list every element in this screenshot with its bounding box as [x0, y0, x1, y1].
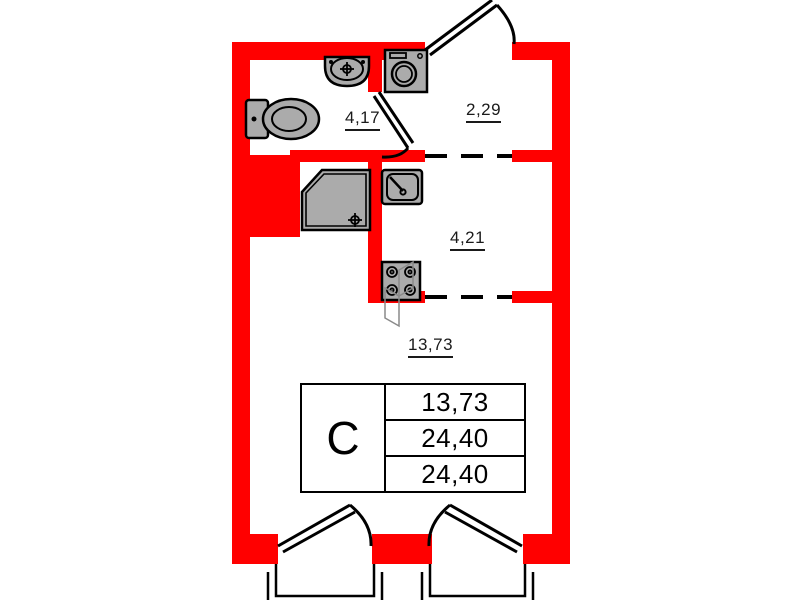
wall-left-pier — [232, 155, 300, 237]
area-label-bathroom: 4,17 — [345, 108, 381, 131]
balcony-door-right — [427, 503, 523, 554]
wall-right-stub-lower — [512, 291, 554, 303]
area-label-hallway: 2,29 — [466, 100, 502, 123]
balcony-railings — [266, 564, 535, 600]
wall-left-lower — [232, 234, 250, 534]
legend-values: 13,73 24,40 24,40 — [386, 385, 524, 491]
wall-bathroom-bottom — [290, 150, 425, 162]
entrance-door — [424, 0, 516, 57]
apartment-type-cell: С — [302, 385, 386, 491]
wall-bottom-left-pier — [232, 534, 278, 564]
balcony-railing-right-inner — [420, 572, 535, 600]
balcony-railing-right — [428, 564, 527, 598]
walls-group — [232, 42, 570, 564]
washbasin-fixture — [323, 55, 371, 88]
area-label-living-room: 13,73 — [408, 335, 454, 358]
wall-kitchen-left — [368, 150, 382, 303]
wall-bottom-right-pier — [523, 534, 570, 564]
toilet-fixture — [244, 97, 321, 141]
bathroom-door — [372, 91, 415, 159]
area-label-kitchen-niche: 4,21 — [450, 228, 486, 251]
balcony-railing-left-inner — [266, 572, 384, 600]
apartment-legend-table: С 13,73 24,40 24,40 — [300, 383, 526, 493]
balcony-door-left — [277, 503, 373, 554]
shower-tray-fixture — [300, 168, 372, 232]
legend-value-living-area: 13,73 — [386, 385, 524, 421]
legend-value-total-area: 24,40 — [386, 421, 524, 457]
legend-value-area-with-balcony: 24,40 — [421, 458, 489, 489]
wall-right-stub-upper — [512, 150, 554, 162]
wall-right-outer — [552, 42, 570, 542]
wall-bathroom-right-upper — [368, 56, 382, 92]
wall-top-left — [232, 42, 425, 60]
wall-bottom-center-pier — [372, 534, 432, 564]
virtual-partitions — [425, 154, 512, 299]
kitchen-sink-fixture — [380, 168, 424, 206]
fixtures-group — [244, 48, 429, 328]
riser-shaft — [384, 260, 414, 328]
washing-machine-fixture — [383, 48, 429, 94]
doors-group — [277, 0, 523, 554]
balcony-railing-left — [274, 564, 376, 598]
